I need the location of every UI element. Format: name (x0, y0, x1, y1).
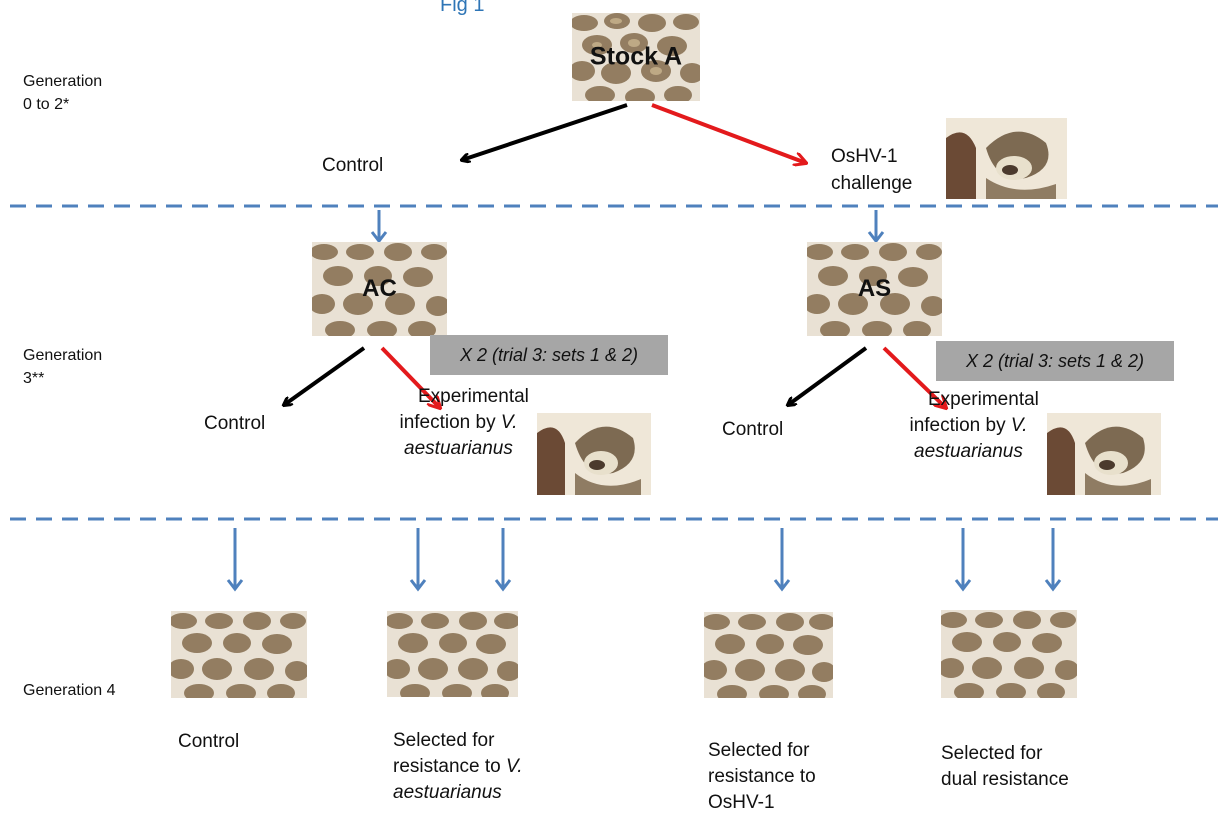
g4-sel-dual-photo (941, 610, 1077, 698)
g4-control-label: Control (178, 731, 240, 752)
oyster-group-image (807, 242, 942, 336)
g4-sel-osh-label: Selected for resistance to OsHV-1 (708, 740, 816, 813)
g4-control-photo (171, 611, 307, 698)
generation-0-2-label: Generation 0 to 2* (23, 73, 103, 113)
stock-a-label: Stock A (589, 42, 683, 71)
g4-sel-dual-label: Selected for dual resistance (941, 743, 1069, 790)
generation-3-label: Generation 3** (23, 347, 103, 387)
oyster-group-image (572, 13, 700, 101)
opened-oyster-image (946, 118, 1067, 199)
as-label: AS (857, 275, 892, 302)
ac-control-label: Control (204, 413, 266, 434)
osHV-challenge-label: OsHV-1 challenge (831, 146, 913, 194)
opened-oyster-image (537, 413, 651, 495)
oyster-group-image (312, 242, 447, 336)
opened-oyster-photo-as (1047, 413, 1161, 495)
oyster-group-image (171, 611, 307, 698)
arrow-stock-to-control (462, 103, 628, 160)
arrow-ac-to-control (284, 346, 366, 405)
as-replicate-badge: X 2 (trial 3: sets 1 & 2) (936, 341, 1174, 381)
ac-label: AC (362, 275, 397, 302)
arrow-ac-to-infection (380, 346, 440, 408)
ac-replicate-badge: X 2 (trial 3: sets 1 & 2) (430, 335, 668, 375)
stock-a-photo: Stock A (572, 13, 700, 101)
arrow-stock-to-challenge (651, 103, 806, 163)
as-control-label: Control (722, 419, 784, 440)
oyster-group-image (941, 610, 1077, 698)
as-infection-label: Experimental infection by V. aestuarianu… (909, 389, 1039, 462)
top-control-label: Control (322, 155, 384, 176)
figure-link[interactable]: Fig 1 (440, 0, 485, 16)
arrow-as-to-infection (882, 346, 946, 408)
oyster-group-image (704, 612, 833, 698)
as-photo: AS (807, 242, 942, 336)
opened-oyster-photo-top (946, 118, 1067, 199)
opened-oyster-photo-ac (537, 413, 651, 495)
oyster-group-image (387, 611, 518, 697)
opened-oyster-image (1047, 413, 1161, 495)
g4-sel-osh-photo (704, 612, 833, 698)
g4-sel-v-label: Selected for resistance to V. aestuarian… (393, 730, 523, 803)
ac-photo: AC (312, 242, 447, 336)
arrow-as-to-control (788, 346, 868, 405)
ac-infection-label: Experimental infection by V. aestuarianu… (399, 386, 529, 459)
g4-sel-v-photo (387, 611, 518, 697)
generation-4-label: Generation 4 (23, 682, 116, 699)
